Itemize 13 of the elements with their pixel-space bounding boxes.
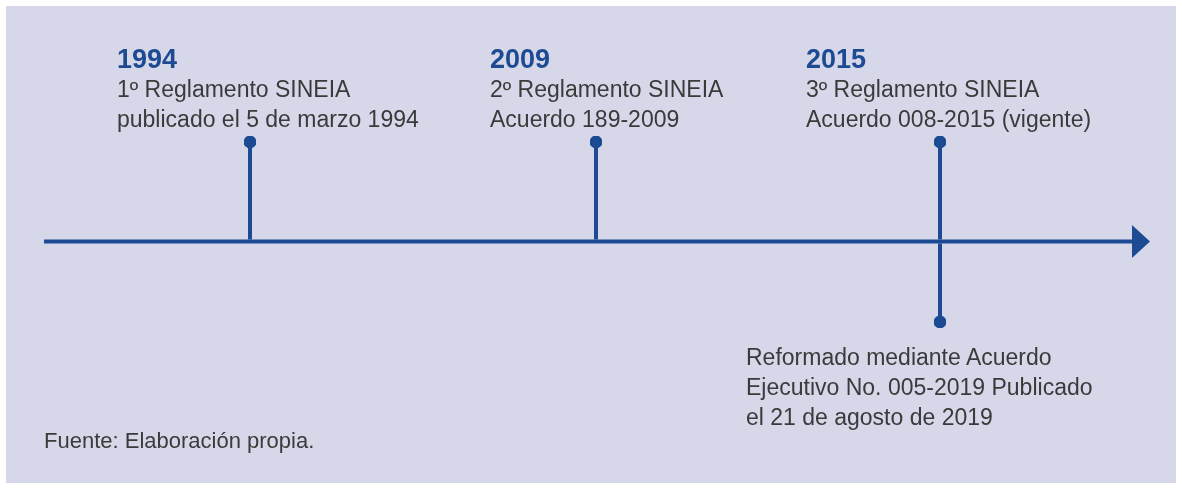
year-label: 1994 [117, 44, 179, 74]
event-description: 2º Reglamento SINEIA Acuerdo 189-2009 [490, 75, 724, 134]
timeline-stem [589, 135, 603, 240]
year-label: 2015 [806, 44, 868, 74]
event-description: 3º Reglamento SINEIA Acuerdo 008-2015 (vigente) [806, 75, 1093, 134]
source-note: Fuente: Elaboración propia. [44, 428, 315, 454]
event-description: Reformado mediante Acuerdo Ejecutivo No. 005-2019 Publicado el 21 de agosto de 2019 [746, 343, 1094, 432]
year-label: 2009 [490, 44, 552, 74]
timeline-axis [44, 225, 1150, 258]
event-description: 1º Reglamento SINEIA publicado el 5 de marzo 1994 [117, 75, 420, 134]
timeline-stem [933, 243, 947, 329]
timeline-stem [933, 135, 947, 240]
timeline-stem [243, 135, 257, 240]
